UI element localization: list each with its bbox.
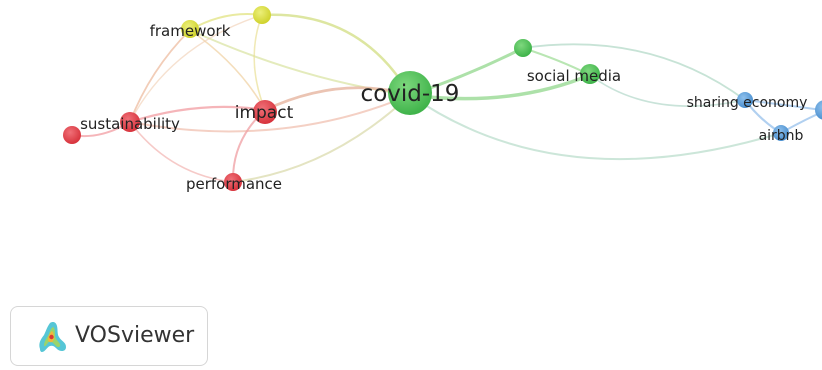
node-yellow-unlabeled[interactable] (253, 6, 271, 24)
label-impact: impact (235, 103, 294, 123)
edge-yellow-impact (253, 14, 266, 111)
edge-covid-airbnb (409, 94, 782, 161)
node-red-unlabeled[interactable] (63, 126, 81, 144)
node-impact[interactable] (253, 100, 277, 124)
node-layer (63, 6, 822, 191)
node-framework[interactable] (181, 20, 199, 38)
edge-performance-covid (232, 94, 411, 183)
edge-covid-social-media (408, 73, 592, 101)
node-covid19[interactable] (388, 71, 432, 115)
node-performance[interactable] (224, 173, 242, 191)
edge-yellow-sustainability (129, 14, 263, 123)
label-framework: framework (150, 22, 231, 40)
node-social-media[interactable] (580, 64, 600, 84)
edge-sustainability-impact (128, 105, 267, 124)
edge-framework-impact (189, 29, 266, 111)
label-sustainability: sustainability (80, 115, 180, 133)
label-social-media: social media (527, 67, 621, 85)
node-sustainability[interactable] (120, 112, 140, 132)
node-airbnb[interactable] (773, 125, 789, 141)
edge-social-media-sharing-economy (589, 74, 746, 107)
edge-green-node-sharing-economy (522, 43, 746, 101)
label-performance: performance (186, 175, 282, 193)
edge-framework-sustainability (129, 29, 191, 123)
vosviewer-logo-text: VOSviewer (75, 323, 195, 348)
edge-sustainability-performance (129, 121, 234, 183)
node-blue-edge[interactable] (815, 100, 822, 120)
vosviewer-logo-badge: VOSviewer (10, 306, 208, 366)
node-green-unlabeled[interactable] (514, 39, 532, 57)
vosviewer-logo-icon (39, 322, 66, 352)
label-covid19: covid-19 (361, 81, 460, 107)
label-airbnb: airbnb (759, 128, 804, 144)
edge-sustainability-covid (129, 94, 411, 133)
node-sharing-economy[interactable] (737, 92, 753, 108)
label-sharing-economy: sharing economy (687, 95, 808, 111)
label-layer: covid-19 social media impact sustainabil… (80, 22, 807, 193)
